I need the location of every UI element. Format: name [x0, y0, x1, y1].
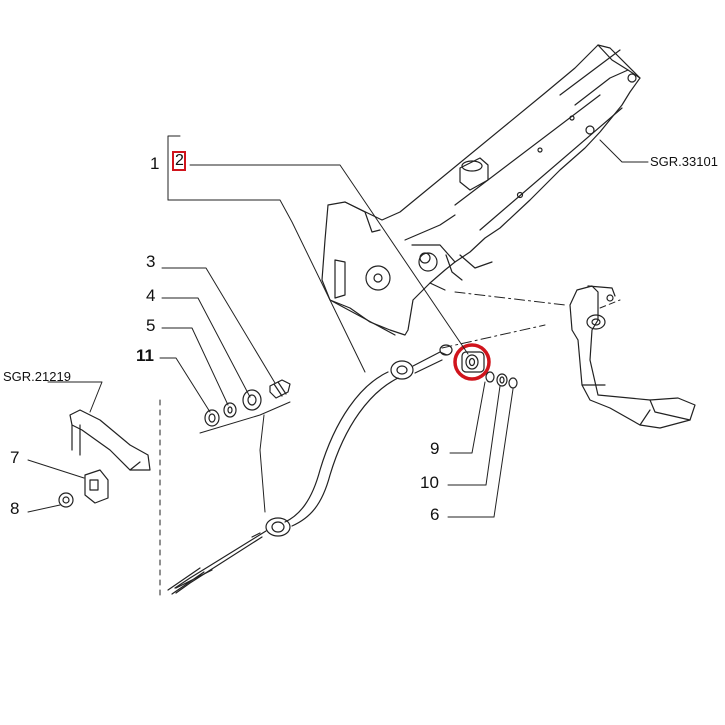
highlight-box-part-2	[172, 151, 186, 171]
part-label-2: 2	[175, 152, 184, 169]
reference-label-sgr-33101: SGR.33101	[650, 154, 718, 169]
clutch-cable	[167, 344, 453, 595]
part-label-11: 11	[136, 346, 154, 365]
part-label-7: 7	[10, 448, 20, 467]
washers-9-10-6	[485, 371, 518, 389]
part-label-8: 8	[10, 499, 20, 518]
reference-label-sgr-21219: SGR.21219	[3, 369, 71, 384]
part-label-9: 9	[430, 439, 440, 458]
clutch-pedal	[569, 285, 696, 429]
bushing-part-2	[461, 351, 485, 373]
part-label-3: 3	[146, 252, 156, 271]
highlight-circle	[453, 343, 491, 381]
leader-lines	[27, 135, 649, 596]
small-parts-3-4-5-11	[204, 379, 291, 427]
part-label-6: 6	[430, 505, 440, 524]
part-label-10: 10	[420, 473, 439, 492]
part-label-4: 4	[146, 286, 156, 305]
clip-bracket-7-8	[58, 409, 151, 508]
pedal-bracket	[321, 44, 641, 336]
part-label-1: 1	[150, 154, 160, 173]
part-label-5: 5	[146, 316, 156, 335]
